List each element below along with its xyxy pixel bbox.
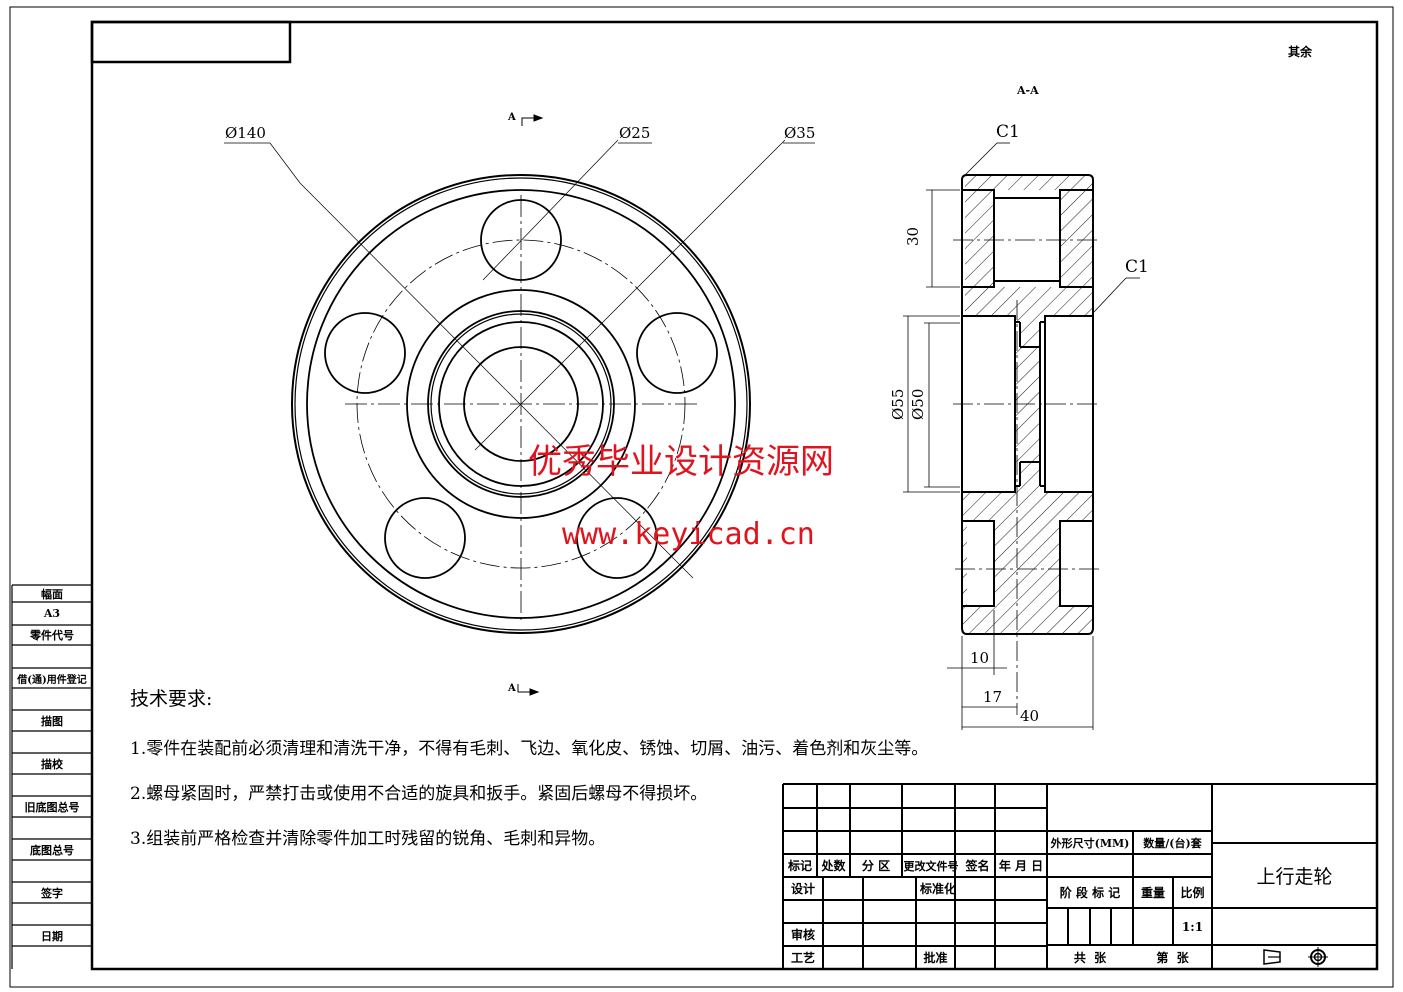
part-name: 上行走轮 xyxy=(1256,866,1333,888)
left-strip-tracing: 描图 xyxy=(41,714,63,728)
left-strip-format-label: 幅面 xyxy=(41,587,63,601)
left-strip-signature: 签字 xyxy=(41,886,63,900)
title-block-lines xyxy=(782,783,1377,969)
rev-header-sign: 签名 xyxy=(965,859,990,873)
section-marker-top-label: A xyxy=(508,112,516,123)
outer-border xyxy=(9,6,1394,988)
dim-width-40: 40 xyxy=(1020,707,1040,725)
dim-width-10: 10 xyxy=(970,649,990,667)
section-label: A-A xyxy=(1017,84,1039,97)
section-view xyxy=(903,142,1140,730)
tech-req-item-2: 2.螺母紧固时，严禁打击或使用不合适的旋具和扳手。紧固后螺母不得损坏。 xyxy=(130,784,708,804)
scale-value: 1:1 xyxy=(1181,919,1204,934)
section-marker-bottom xyxy=(517,684,540,696)
left-strip-shared-part-reg: 借(通)用件登记 xyxy=(17,674,87,686)
rev-header-mark: 标记 xyxy=(787,859,812,873)
tech-req-title: 技术要求: xyxy=(130,688,213,710)
dim-width-17: 17 xyxy=(983,688,1003,706)
tech-req-item-3: 3.组装前严格检查并清除零件加工时残留的锐角、毛刺和异物。 xyxy=(130,829,606,849)
left-strip-base-no: 底图总号 xyxy=(30,843,74,857)
standardization-label: 标准化 xyxy=(919,882,956,896)
left-strip-lines xyxy=(11,584,92,969)
inner-frame xyxy=(90,20,1379,971)
approve-label: 批准 xyxy=(923,951,948,965)
weight-label: 重量 xyxy=(1140,886,1165,900)
watermark-url: www.keyicad.cn xyxy=(562,517,815,552)
front-view xyxy=(224,139,815,634)
sheet-number-label: 第 张 xyxy=(1156,950,1189,965)
section-marker-top xyxy=(521,114,544,126)
stage-mark-label: 阶 段 标 记 xyxy=(1059,886,1121,900)
dim-hole-height: 30 xyxy=(904,226,922,246)
dim-outer-diameter: Ø140 xyxy=(225,124,266,142)
review-label: 审核 xyxy=(790,928,815,942)
dim-bore-diameter: Ø35 xyxy=(784,124,816,142)
roughness-note: 其余 xyxy=(1288,45,1313,59)
tech-req-item-1: 1.零件在装配前必须清理和清洗干净，不得有毛刺、飞边、氧化皮、锈蚀、切屑、油污、… xyxy=(130,739,929,759)
design-label: 设计 xyxy=(790,882,815,896)
rev-header-doc-no: 更改文件号 xyxy=(903,859,959,873)
left-strip-part-code: 零件代号 xyxy=(30,629,74,642)
scale-label: 比例 xyxy=(1180,886,1205,900)
dim-bore-outer: Ø55 xyxy=(889,388,907,420)
process-label: 工艺 xyxy=(790,951,815,965)
rev-header-count: 处数 xyxy=(821,859,846,873)
left-strip-format-value: A3 xyxy=(43,607,61,620)
quantity-label: 数量/(台)套 xyxy=(1143,836,1202,850)
drawing-code-box xyxy=(90,20,292,64)
rev-header-zone: 分 区 xyxy=(861,859,891,873)
watermark-site-name: 优秀毕业设计资源网 xyxy=(528,442,834,482)
dim-chamfer-top: C1 xyxy=(996,122,1020,142)
section-marker-bottom-label: A xyxy=(508,683,516,694)
dim-bore-inner: Ø50 xyxy=(909,388,927,420)
dim-chamfer-right: C1 xyxy=(1125,257,1149,277)
total-sheets-label: 共 张 xyxy=(1073,950,1107,965)
left-strip-trace-check: 描校 xyxy=(41,757,63,771)
left-strip-old-base-no: 旧底图总号 xyxy=(24,800,80,814)
first-angle-projection-icon xyxy=(1263,947,1328,967)
dim-hole-diameter: Ø25 xyxy=(619,124,651,142)
outer-size-label: 外形尺寸(MM) xyxy=(1050,836,1130,850)
rev-header-date: 年 月 日 xyxy=(998,859,1044,873)
left-strip-date: 日期 xyxy=(41,929,63,943)
